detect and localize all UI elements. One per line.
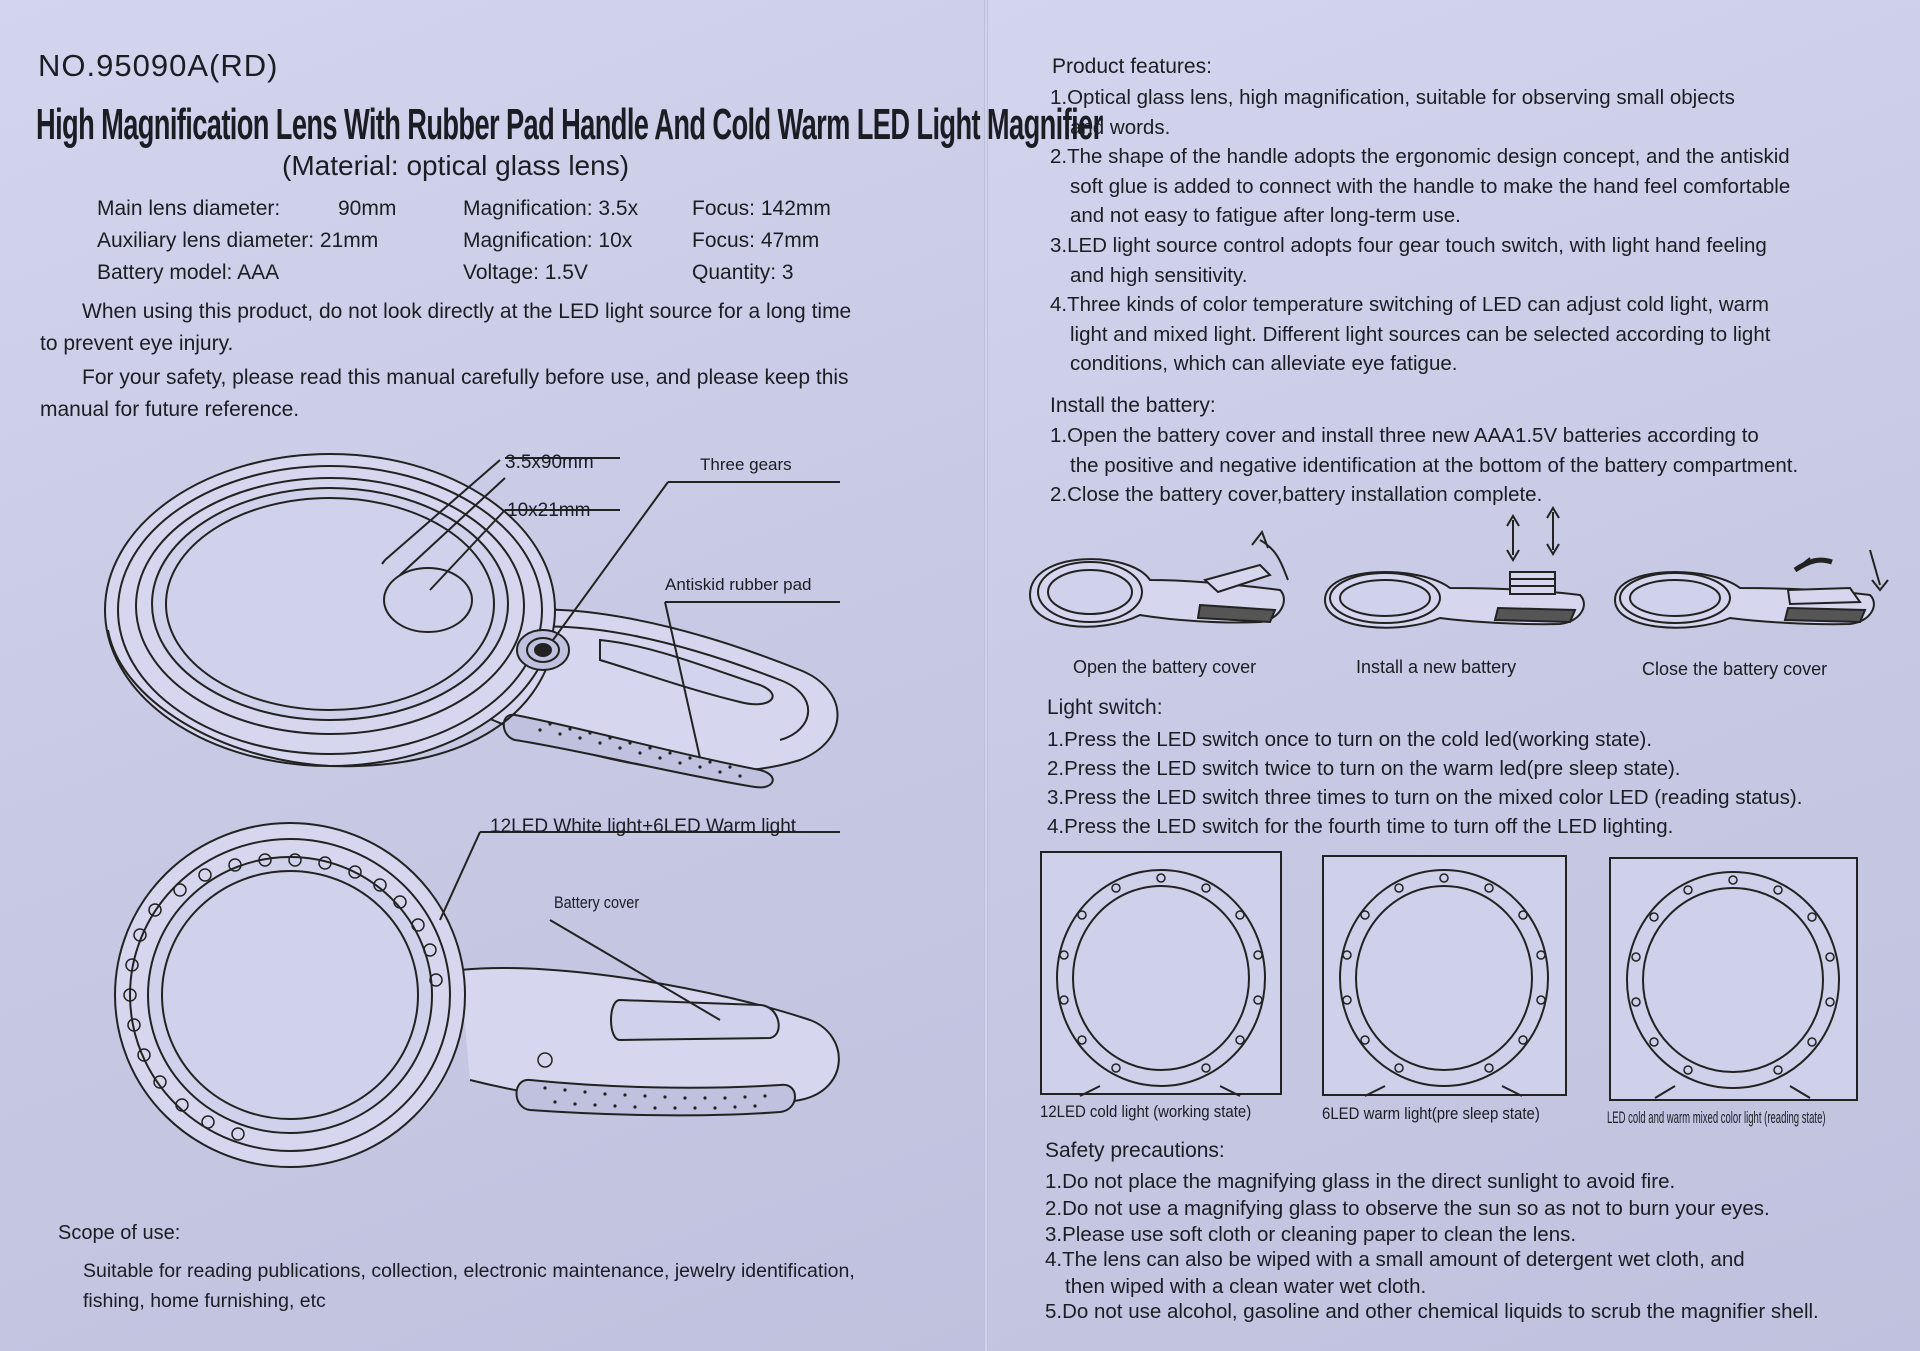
feature-4-line-2: light and mixed light. Different light s… [1070,322,1771,346]
spec-main-lens-value: 90mm [338,197,397,220]
model-number: NO.95090A(RD) [38,48,279,83]
feature-1-line-1: 1.Optical glass lens, high magnification… [1050,86,1735,109]
spec-voltage: Voltage: 1.5V [463,261,588,284]
feature-item: 4.Three kinds of color temperature switc… [1050,290,1770,379]
caption-install-battery: Install a new battery [1356,657,1517,677]
safety-heading: Safety precautions: [1045,1139,1225,1162]
callout-battery-cover: Battery cover [554,893,640,912]
scope-text: Suitable for reading publications, colle… [83,1260,855,1312]
callout-three-gears: Three gears [700,455,792,474]
warning-paragraph-2: For your safety, please read this manual… [40,366,849,421]
feature-4-line-3: conditions, which can alleviate eye fati… [1070,352,1458,375]
safety-item: 5.Do not use alcohol, gasoline and other… [1045,1297,1819,1327]
light-switch-heading: Light switch: [1047,696,1163,719]
safety-5: 5.Do not use alcohol, gasoline and other… [1045,1300,1819,1323]
spec-magnification-2: Magnification: 10x [463,229,633,252]
install-1-line-2: the positive and negative identification… [1070,453,1799,477]
warning-paragraph-1: When using this product, do not look dir… [40,300,852,355]
feature-item: 3.LED light source control adopts four g… [1050,231,1767,290]
magnifier-bottom-diagram [114,822,840,1168]
safety-item: 3.Please use soft cloth or cleaning pape… [1045,1220,1576,1250]
light-switch-item: 3.Press the LED switch three times to tu… [1047,786,1803,809]
product-title: High Magnification Lens With Rubber Pad … [36,100,1103,149]
callout-main-lens: 3.5x90mm [505,452,594,473]
spec-aux-lens: Auxiliary lens diameter: 21mm [97,229,379,252]
right-page [986,0,1920,1351]
light-switch-item: 1.Press the LED switch once to turn on t… [1047,728,1653,751]
caption-warm-light: 6LED warm light(pre sleep state) [1322,1104,1540,1123]
spec-magnification-1: Magnification: 3.5x [463,197,639,220]
safety-3: 3.Please use soft cloth or cleaning pape… [1045,1223,1577,1246]
feature-2-line-2: soft glue is added to connect with the h… [1070,174,1791,198]
install-heading: Install the battery: [1050,394,1216,417]
safety-item: 4.The lens can also be wiped with a smal… [1045,1246,1745,1300]
feature-1-line-2: and words. [1070,115,1171,139]
install-item: 1.Open the battery cover and install thr… [1050,421,1798,480]
spec-focus-2: Focus: 47mm [692,229,820,252]
safety-2: 2.Do not use a magnifying glass to obser… [1045,1197,1770,1220]
feature-3-line-1: 3.LED light source control adopts four g… [1050,234,1767,257]
safety-item: 1.Do not place the magnifying glass in t… [1045,1167,1675,1197]
install-item: 2.Close the battery cover,battery instal… [1050,480,1542,510]
safety-4-line-1: 4.The lens can also be wiped with a smal… [1045,1248,1745,1271]
safety-item: 2.Do not use a magnifying glass to obser… [1045,1194,1770,1224]
callout-rubber-pad: Antiskid rubber pad [665,575,812,594]
features-heading: Product features: [1052,55,1212,78]
feature-item: 2.The shape of the handle adopts the erg… [1050,142,1790,231]
feature-item: 1.Optical glass lens, high magnification… [1050,83,1735,142]
feature-2-line-3: and not easy to fatigue after long-term … [1070,204,1461,227]
scope-label: Scope of use: [58,1222,181,1244]
install-2-line-1: 2.Close the battery cover,battery instal… [1050,483,1543,506]
callout-aux-lens: 10x21mm [507,500,591,521]
feature-4-line-1: 4.Three kinds of color temperature switc… [1050,293,1769,316]
safety-4-line-2: then wiped with a clean water wet cloth. [1065,1275,1427,1298]
feature-2-line-1: 2.The shape of the handle adopts the erg… [1050,145,1790,168]
spec-main-lens-label: Main lens diameter: [97,197,281,220]
safety-1: 1.Do not place the magnifying glass in t… [1045,1170,1676,1193]
caption-close-cover: Close the battery cover [1642,659,1828,679]
spec-focus-1: Focus: 142mm [692,197,831,220]
battery-steps-illustration [1028,506,1889,629]
page-fold [984,0,988,1351]
callout-led-config: 12LED White light+6LED Warm light [490,816,797,837]
led-mode-illustrations [1040,851,1858,1101]
caption-cold-light: 12LED cold light (working state) [1040,1102,1252,1121]
caption-open-cover: Open the battery cover [1073,657,1257,677]
caption-mixed-light: LED cold and warm mixed color light (rea… [1607,1108,1826,1127]
feature-3-line-2: and high sensitivity. [1070,263,1248,287]
spec-battery-model: Battery model: AAA [97,261,280,284]
spec-quantity: Quantity: 3 [692,261,794,284]
light-switch-item: 4.Press the LED switch for the fourth ti… [1047,815,1674,838]
light-switch-item: 2.Press the LED switch twice to turn on … [1047,757,1681,780]
magnifier-top-diagram [104,453,840,789]
install-1-line-1: 1.Open the battery cover and install thr… [1050,424,1759,447]
material-line: (Material: optical glass lens) [282,150,630,181]
